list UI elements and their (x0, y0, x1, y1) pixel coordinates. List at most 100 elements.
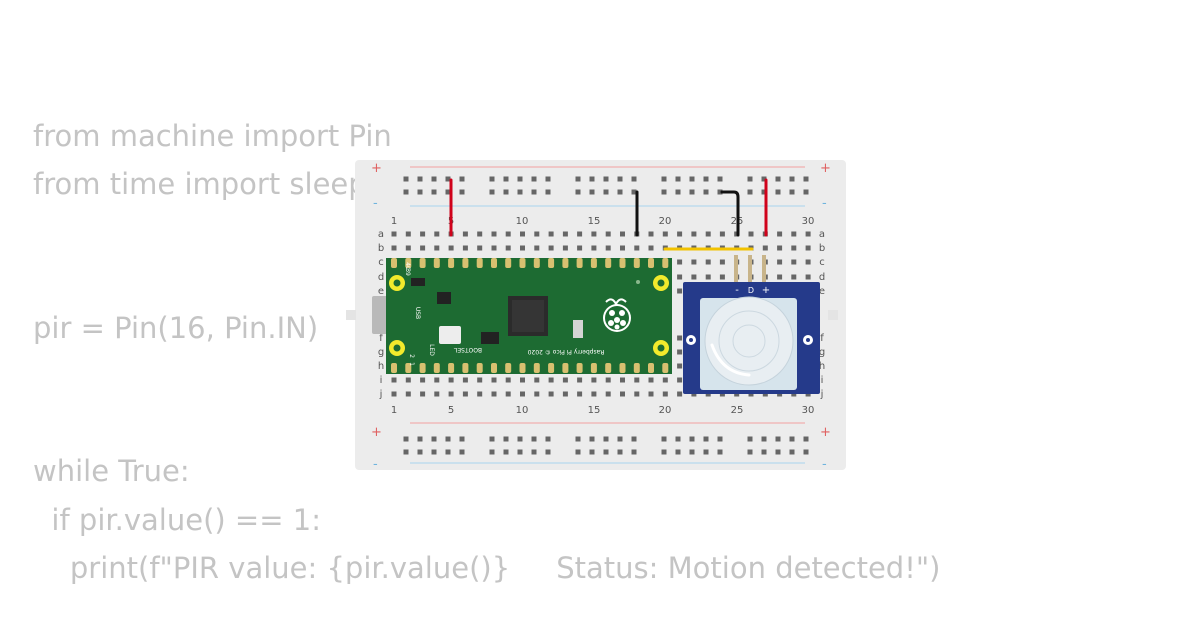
breadboard-hole (545, 189, 551, 195)
pico-pin (605, 258, 612, 268)
breadboard-hole (677, 231, 683, 237)
breadboard-hole (534, 231, 540, 237)
breadboard-hole (434, 245, 440, 251)
breadboard-hole (477, 231, 483, 237)
raspberry-logo-icon (603, 298, 631, 332)
breadboard-hole (775, 436, 781, 442)
breadboard-hole (605, 377, 611, 383)
pico-pin (476, 258, 483, 268)
breadboard-hole (445, 189, 451, 195)
breadboard-hole (675, 189, 681, 195)
breadboard-hole (789, 189, 795, 195)
breadboard-hole (677, 363, 683, 369)
breadboard-hole (405, 231, 411, 237)
breadboard-hole (661, 176, 667, 182)
breadboard-hole (577, 245, 583, 251)
breadboard-hole (431, 436, 437, 442)
breadboard-hole (689, 176, 695, 182)
pin1-label: 1 (408, 362, 415, 366)
pin39-label: 39 (404, 268, 411, 276)
rail-minus-tr: - (822, 196, 827, 211)
breadboard-hole (705, 231, 711, 237)
regulator-chip (411, 278, 425, 286)
breadboard-hole (805, 231, 811, 237)
pico-pin (648, 258, 654, 268)
breadboard-hole (477, 391, 483, 397)
row-label: d (819, 272, 825, 283)
breadboard-hole (534, 245, 540, 251)
breadboard-hole (777, 274, 783, 280)
breadboard-hole (459, 189, 465, 195)
breadboard-hole (605, 391, 611, 397)
breadboard-hole (534, 377, 540, 383)
pico-pin (576, 258, 583, 268)
breadboard-hole (803, 449, 809, 455)
breadboard-hole (448, 377, 454, 383)
breadboard-hole (459, 176, 465, 182)
breadboard-hole (803, 189, 809, 195)
col-label: 1 (391, 405, 397, 416)
breadboard-hole (661, 189, 667, 195)
breadboard-hole (747, 449, 753, 455)
breadboard-hole (662, 377, 668, 383)
breadboard-hole (520, 391, 525, 397)
breadboard-hole (445, 176, 451, 182)
breadboard-hole (789, 436, 795, 442)
breadboard-hole (775, 189, 781, 195)
breadboard-hole (689, 189, 695, 195)
pir-mount-hole-center (689, 338, 693, 342)
pir-lens-highlight (710, 343, 751, 377)
wire-ground-pir[interactable] (720, 190, 740, 237)
breadboard-hole (634, 391, 640, 397)
rail-minus-bl: - (373, 457, 378, 472)
pico-pin (533, 258, 540, 268)
row-label: d (378, 272, 384, 283)
breadboard-hole (761, 449, 767, 455)
breadboard-hole (462, 245, 468, 251)
breadboard-hole (434, 377, 440, 383)
rail-minus-tl: - (373, 196, 378, 211)
breadboard-hole (603, 189, 609, 195)
pico-pin (548, 363, 555, 373)
breadboard-hole (575, 436, 581, 442)
breadboard-hole (391, 245, 397, 251)
code-line-3: pir = Pin(16, Pin.IN) (33, 311, 319, 345)
pico-pin (391, 363, 397, 373)
breadboard-hole (661, 436, 667, 442)
raspberry-pi-pico[interactable]: Raspberry Pi Pico © 2020 BOOTSEL USB LED… (372, 258, 672, 374)
breadboard-hole (748, 231, 754, 237)
pico-pin (633, 258, 640, 268)
pico-pin (619, 258, 626, 268)
breadboard-hole (548, 391, 554, 397)
col-label: 5 (448, 405, 454, 416)
row-label: h (819, 361, 825, 372)
row-label: j (379, 389, 383, 400)
pir-lens-ring (718, 310, 780, 372)
breadboard-hole (405, 245, 411, 251)
pico-pin (519, 363, 526, 373)
breadboard-hole (405, 377, 411, 383)
breadboard-hole (677, 391, 683, 397)
pir-sensor[interactable]: - D + (683, 255, 820, 394)
breadboard-hole (775, 176, 781, 182)
breadboard-hole (803, 436, 809, 442)
breadboard-hole (789, 176, 795, 182)
pico-pin (476, 363, 483, 373)
breadboard-hole (591, 391, 597, 397)
usb-label: USB (414, 307, 421, 319)
pico-pin (662, 258, 669, 268)
breadboard-hole (491, 231, 497, 237)
pico-pin (562, 258, 569, 268)
breadboard-hole (717, 176, 723, 182)
breadboard-hole (391, 391, 397, 397)
breadboard-hole (719, 259, 725, 265)
pir-fresnel-lens (704, 296, 794, 386)
breadboard-hole (675, 176, 681, 182)
breadboard-hole (605, 245, 611, 251)
breadboard-hole (420, 231, 426, 237)
bootsel-button[interactable] (439, 326, 461, 344)
breadboard-hole (761, 436, 767, 442)
breadboard-hole (677, 335, 683, 341)
breadboard-hole (605, 231, 611, 237)
row-label: e (378, 286, 384, 297)
